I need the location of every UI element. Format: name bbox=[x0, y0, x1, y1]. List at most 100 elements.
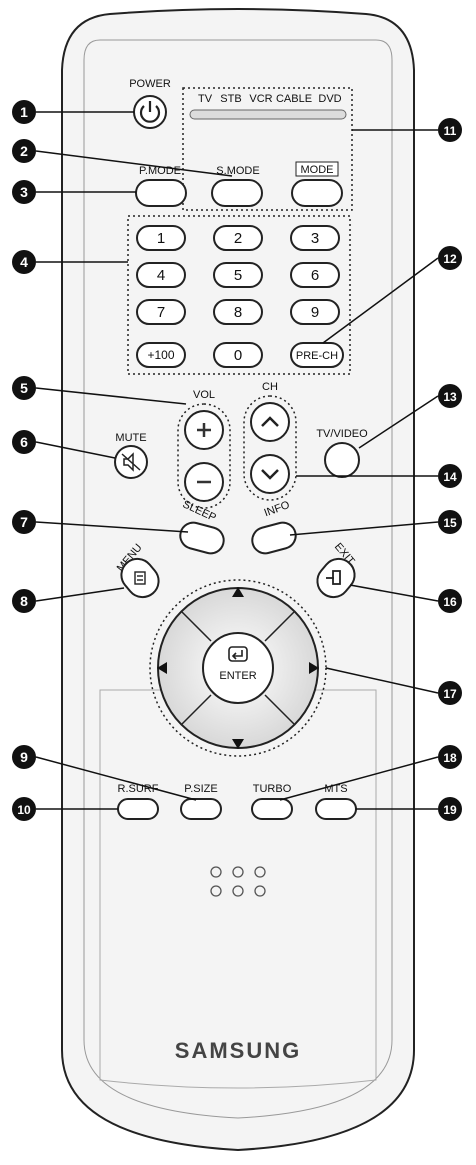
psize-button[interactable] bbox=[180, 798, 222, 820]
tvvideo-button[interactable] bbox=[324, 442, 360, 478]
source-label-stb: STB bbox=[220, 93, 241, 105]
callout-12: 12 bbox=[443, 252, 457, 266]
number-key-label: 3 bbox=[311, 230, 319, 247]
dpad-left-button[interactable] bbox=[157, 662, 167, 674]
menu-button[interactable] bbox=[115, 552, 165, 603]
pmode-button[interactable] bbox=[135, 179, 187, 207]
enter-label: ENTER bbox=[219, 670, 256, 682]
number-key-label: 1 bbox=[157, 230, 165, 247]
psize-label: P.SIZE bbox=[184, 783, 217, 795]
remote-inner-panel bbox=[83, 39, 393, 1119]
smode-button[interactable] bbox=[211, 179, 263, 207]
number-key-label: +100 bbox=[147, 348, 174, 362]
dpad-dividers bbox=[181, 611, 295, 725]
source-indicator-bar bbox=[189, 109, 347, 120]
dpad-right-button[interactable] bbox=[309, 662, 319, 674]
number-key-label: 5 bbox=[234, 267, 242, 284]
callout-8: 8 bbox=[20, 593, 28, 609]
number-key-7[interactable] bbox=[136, 299, 186, 325]
source-label-vcr: VCR bbox=[249, 93, 272, 105]
number-key-label: 4 bbox=[157, 267, 165, 284]
source-label-tv: TV bbox=[198, 93, 213, 105]
remote-body bbox=[61, 8, 415, 1152]
turbo-button[interactable] bbox=[251, 798, 293, 820]
rsurf-button[interactable] bbox=[117, 798, 159, 820]
power-icon bbox=[139, 101, 161, 123]
number-key-4[interactable] bbox=[136, 262, 186, 288]
battery-cover-line bbox=[99, 689, 377, 1089]
mode-label-box bbox=[295, 161, 339, 177]
source-labels: TV STB VCR CABLE DVD bbox=[198, 93, 342, 105]
prech-button[interactable] bbox=[290, 342, 344, 368]
dpad-down-button[interactable] bbox=[232, 739, 244, 749]
number-key-label: 7 bbox=[157, 304, 165, 321]
chevron-down-icon bbox=[261, 469, 279, 480]
number-key-3[interactable] bbox=[290, 225, 340, 251]
callout-6: 6 bbox=[20, 434, 28, 450]
brand-logo: SAMSUNG bbox=[175, 1038, 301, 1063]
microphone-holes bbox=[210, 866, 266, 897]
callout-15: 15 bbox=[443, 516, 457, 530]
vol-label: VOL bbox=[193, 389, 215, 401]
power-label: POWER bbox=[129, 78, 171, 90]
enter-button[interactable] bbox=[202, 632, 274, 704]
rsurf-label: R.SURF bbox=[118, 783, 159, 795]
number-key-label: 6 bbox=[311, 267, 319, 284]
number-key-2[interactable] bbox=[213, 225, 263, 251]
callout-3: 3 bbox=[20, 184, 28, 200]
vol-group-outline bbox=[177, 403, 231, 509]
exit-button[interactable] bbox=[311, 552, 361, 603]
turbo-label: TURBO bbox=[253, 783, 292, 795]
callout-18: 18 bbox=[443, 751, 457, 765]
callout-leaders bbox=[35, 111, 439, 810]
exit-icon bbox=[326, 570, 341, 585]
callout-5: 5 bbox=[20, 380, 28, 396]
speaker-muted-icon bbox=[121, 452, 141, 472]
callout-7: 7 bbox=[20, 514, 28, 530]
mode-label: MODE bbox=[301, 164, 334, 176]
number-key-9[interactable] bbox=[290, 299, 340, 325]
number-key-8[interactable] bbox=[213, 299, 263, 325]
callout-14: 14 bbox=[443, 470, 457, 484]
number-pad: 1 2 3 4 5 6 7 8 9 +100 0 bbox=[136, 225, 340, 368]
callout-10: 10 bbox=[17, 803, 31, 817]
number-key-1[interactable] bbox=[136, 225, 186, 251]
callout-17: 17 bbox=[443, 687, 457, 701]
callout-4: 4 bbox=[20, 254, 28, 270]
callout-badges: 1 2 3 4 5 6 7 8 9 10 11 12 13 14 15 16 1… bbox=[12, 100, 462, 821]
ch-group-outline bbox=[243, 395, 297, 501]
dpad-up-button[interactable] bbox=[232, 587, 244, 597]
callout-19: 19 bbox=[443, 803, 457, 817]
chevron-up-icon bbox=[261, 416, 279, 427]
number-key-6[interactable] bbox=[290, 262, 340, 288]
number-pad-outline bbox=[127, 215, 351, 375]
ch-label: CH bbox=[262, 381, 278, 393]
callout-1: 1 bbox=[20, 104, 28, 120]
source-label-cable: CABLE bbox=[276, 93, 312, 105]
tvvideo-label: TV/VIDEO bbox=[316, 428, 368, 440]
info-button[interactable] bbox=[249, 520, 298, 557]
number-key-label: 2 bbox=[234, 230, 242, 247]
sleep-button[interactable] bbox=[177, 520, 226, 557]
callout-16: 16 bbox=[443, 595, 457, 609]
mts-button[interactable] bbox=[315, 798, 357, 820]
number-key-label: 0 bbox=[234, 347, 242, 364]
prech-label: PRE-CH bbox=[296, 350, 338, 362]
callout-11: 11 bbox=[444, 124, 457, 138]
smode-label: S.MODE bbox=[216, 165, 259, 177]
callout-9: 9 bbox=[20, 749, 28, 765]
number-key-label: 9 bbox=[311, 304, 319, 321]
mode-button[interactable] bbox=[291, 179, 343, 207]
plus-icon bbox=[197, 423, 211, 437]
number-key-5[interactable] bbox=[213, 262, 263, 288]
number-key-label: 8 bbox=[234, 304, 242, 321]
callout-13: 13 bbox=[443, 390, 457, 404]
ch-down-button[interactable] bbox=[250, 454, 290, 494]
number-key-0[interactable] bbox=[213, 342, 263, 368]
source-label-dvd: DVD bbox=[318, 93, 341, 105]
source-group-outline bbox=[182, 87, 353, 211]
ch-up-button[interactable] bbox=[250, 402, 290, 442]
menu-icon bbox=[134, 571, 146, 585]
number-key-plus100[interactable] bbox=[136, 342, 186, 368]
